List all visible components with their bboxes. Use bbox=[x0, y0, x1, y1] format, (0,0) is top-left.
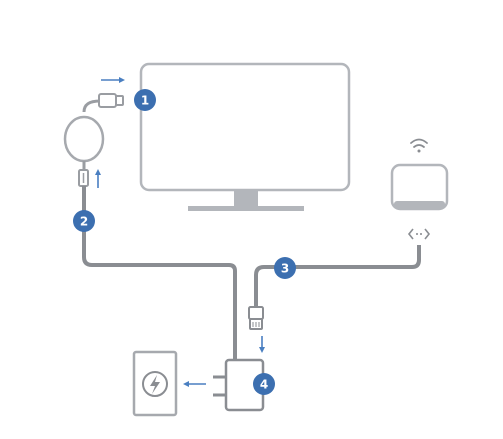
step-badge-3-label: 3 bbox=[281, 262, 289, 276]
tv-screen bbox=[139, 62, 351, 192]
step-badge-2-label: 2 bbox=[80, 215, 88, 229]
step-badge-4: 4 bbox=[253, 373, 275, 395]
tv-icon bbox=[139, 62, 351, 192]
bidirectional-arrow-icon bbox=[407, 228, 431, 240]
arrow-up-icon bbox=[95, 169, 101, 188]
arrow-right-icon bbox=[101, 77, 125, 83]
arrow-left-icon bbox=[183, 381, 206, 387]
power-adapter-icon bbox=[213, 358, 265, 412]
step-badge-1: 1 bbox=[134, 89, 156, 111]
usb-cable bbox=[82, 186, 237, 362]
lightning-bolt-icon bbox=[150, 375, 160, 394]
step-badge-4-label: 4 bbox=[260, 378, 268, 392]
wifi-signal-icon bbox=[410, 138, 428, 153]
chromecast-dongle-icon bbox=[63, 93, 124, 187]
wifi-router-icon bbox=[390, 163, 449, 211]
step-badge-1-label: 1 bbox=[141, 94, 149, 108]
ethernet-cable bbox=[254, 245, 421, 307]
tv-neck bbox=[234, 190, 258, 208]
arrow-down-icon bbox=[259, 336, 265, 353]
step-badge-3: 3 bbox=[274, 257, 296, 279]
step-badge-2: 2 bbox=[73, 210, 95, 232]
tv-base bbox=[188, 206, 304, 211]
ethernet-plug-icon bbox=[248, 306, 264, 330]
